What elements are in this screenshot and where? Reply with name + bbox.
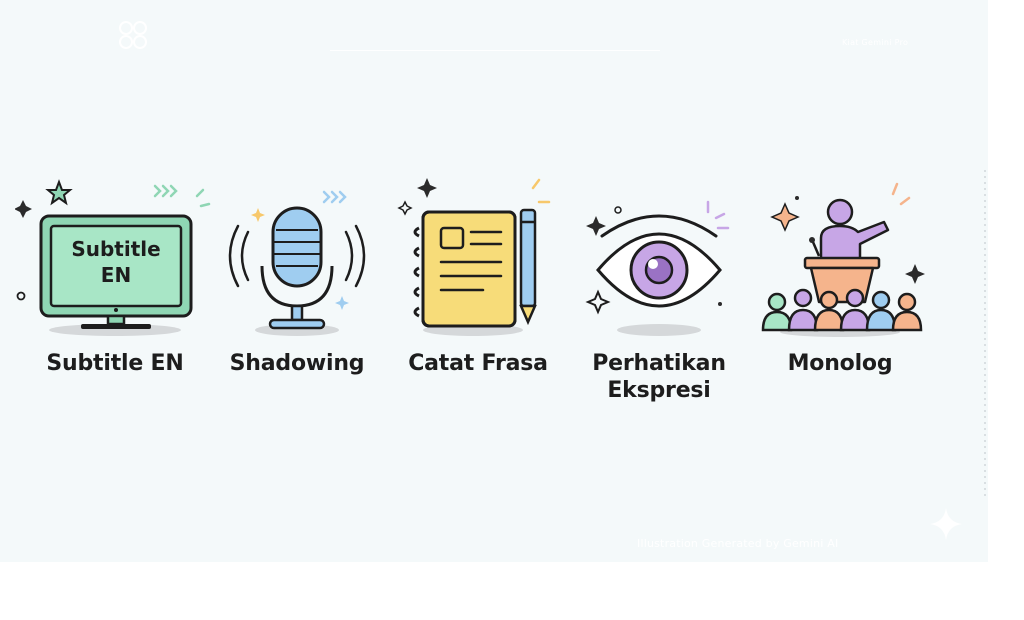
item-catat-frasa: Catat Frasa <box>393 170 563 420</box>
item-shadowing: Shadowing <box>212 170 382 420</box>
header-label: Kiat Gemini Pro <box>842 38 909 47</box>
sparkle-icon <box>930 508 962 540</box>
header-divider <box>330 50 660 51</box>
tv-screen-line-1: Subtitle <box>71 237 160 261</box>
item-label: Perhatikan Ekspresi <box>592 351 726 403</box>
notebook-icon <box>397 178 551 336</box>
item-label: Shadowing <box>229 351 365 376</box>
tv-screen-line-2: EN <box>101 263 131 287</box>
item-label: Catat Frasa <box>408 351 548 376</box>
infographic-canvas: Kiat Gemini Pro Subtitle EN Subtitle EN <box>0 0 988 562</box>
item-label: Monolog <box>787 351 893 376</box>
footer-credit: Illustration Generated by Gemini AI <box>637 537 839 550</box>
microphone-icon <box>228 190 366 336</box>
edge-divider <box>984 170 986 500</box>
tv-icon: Subtitle EN <box>15 179 211 336</box>
item-monolog: Monolog <box>755 170 925 420</box>
eye-icon <box>585 200 730 336</box>
speaker-podium-icon <box>761 182 925 337</box>
item-label: Subtitle EN <box>46 351 184 376</box>
item-perhatikan-ekspresi: Perhatikan Ekspresi <box>574 170 744 420</box>
logo-icon <box>119 21 147 49</box>
item-subtitle-en: Subtitle EN Subtitle EN <box>15 170 211 420</box>
